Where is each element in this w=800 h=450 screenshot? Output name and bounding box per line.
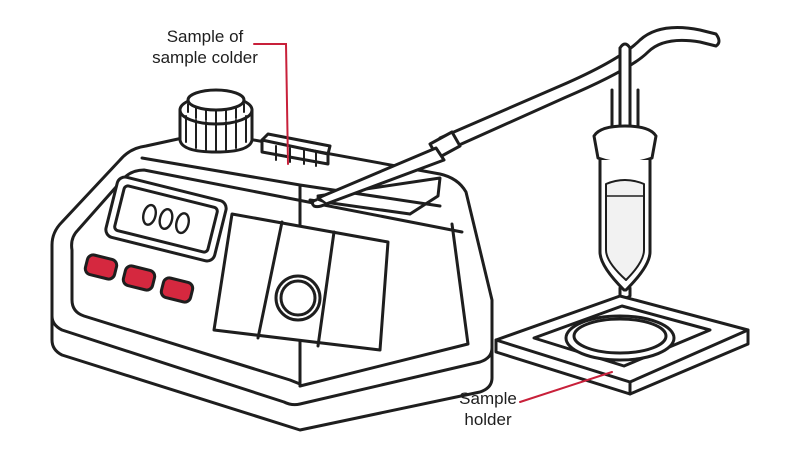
- control-knob[interactable]: [274, 274, 322, 322]
- callout-leaders: [253, 43, 613, 403]
- probe-cable: [310, 26, 721, 209]
- sample-colder-label-line1: Sample of: [166, 27, 244, 46]
- red-button-3[interactable]: [159, 276, 195, 304]
- top-sample-slot: [260, 132, 332, 167]
- sample-holder-label-line2: holder: [464, 410, 512, 429]
- display-digits: [142, 203, 190, 235]
- sample-holder-label: Sample holder: [448, 388, 528, 430]
- leader-top: [253, 43, 289, 165]
- control-knob-inner: [279, 279, 317, 317]
- top-knob[interactable]: [178, 88, 254, 154]
- base-unit: [50, 130, 494, 432]
- sample-holder-plate: [494, 294, 750, 396]
- sample-colder-label-line2: sample colder: [152, 48, 258, 67]
- right-panel: [298, 222, 470, 388]
- red-button-2[interactable]: [121, 264, 157, 292]
- probe-pen: [316, 146, 446, 206]
- sample-holder-label-line1: Sample: [459, 389, 517, 408]
- red-button-1[interactable]: [83, 253, 119, 281]
- side-panel-divider: [256, 220, 336, 348]
- sample-colder-label: Sample of sample colder: [140, 26, 270, 68]
- display-screen: [104, 175, 228, 263]
- display-screen-inner: [113, 184, 219, 254]
- leader-holder: [519, 371, 613, 403]
- dropper-liquid: [605, 179, 645, 281]
- dropper: [592, 42, 658, 300]
